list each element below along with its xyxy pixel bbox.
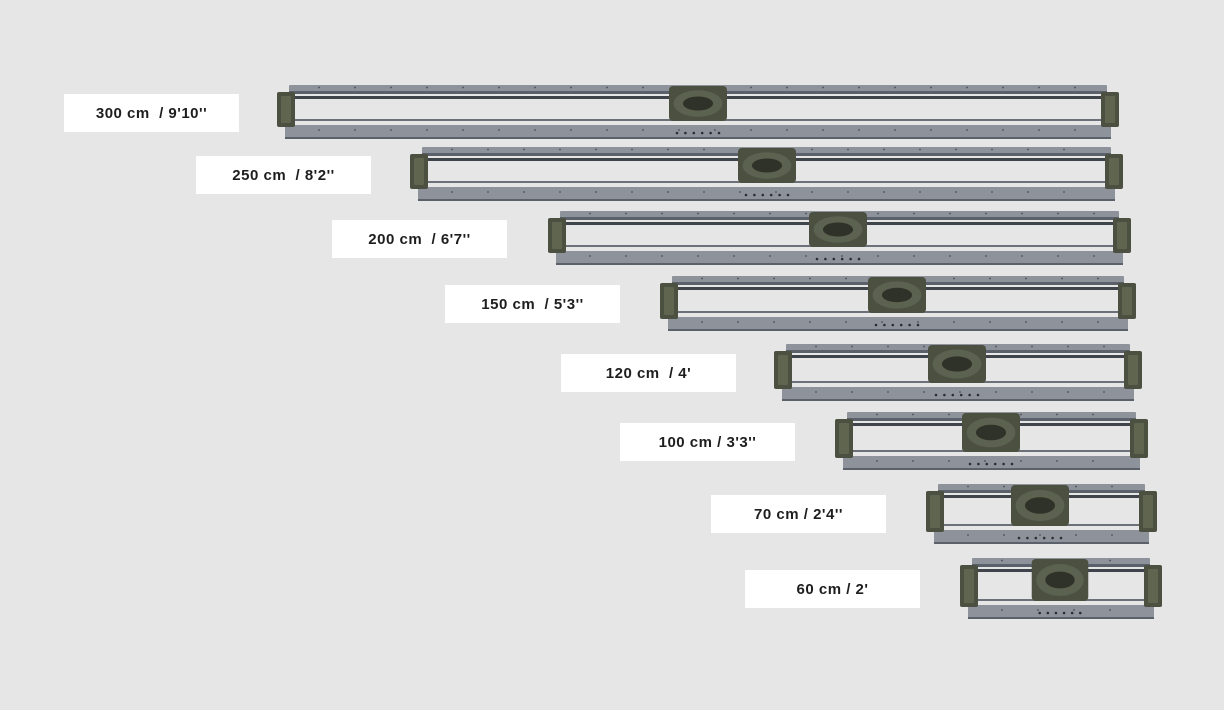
slider-illustration bbox=[835, 412, 1148, 470]
slider-150cm bbox=[660, 275, 1136, 333]
size-label-70cm: 70 cm / 2'4'' bbox=[711, 495, 886, 533]
slider-illustration bbox=[410, 147, 1123, 201]
slider-illustration bbox=[774, 344, 1142, 401]
slider-300cm bbox=[277, 84, 1119, 141]
slider-120cm bbox=[774, 343, 1142, 403]
size-label-300cm: 300 cm / 9'10'' bbox=[64, 94, 239, 132]
slider-illustration bbox=[660, 276, 1136, 331]
slider-200cm bbox=[548, 210, 1131, 267]
size-label-150cm: 150 cm / 5'3'' bbox=[445, 285, 620, 323]
slider-illustration bbox=[960, 558, 1162, 619]
slider-100cm bbox=[835, 411, 1148, 472]
slider-60cm bbox=[960, 557, 1162, 621]
slider-illustration bbox=[277, 85, 1119, 139]
slider-illustration bbox=[548, 211, 1131, 265]
slider-illustration bbox=[926, 484, 1157, 544]
slider-250cm bbox=[410, 146, 1123, 203]
size-label-60cm: 60 cm / 2' bbox=[745, 570, 920, 608]
size-label-200cm: 200 cm / 6'7'' bbox=[332, 220, 507, 258]
size-label-100cm: 100 cm / 3'3'' bbox=[620, 423, 795, 461]
size-label-120cm: 120 cm / 4' bbox=[561, 354, 736, 392]
slider-70cm bbox=[926, 483, 1157, 546]
size-label-250cm: 250 cm / 8'2'' bbox=[196, 156, 371, 194]
